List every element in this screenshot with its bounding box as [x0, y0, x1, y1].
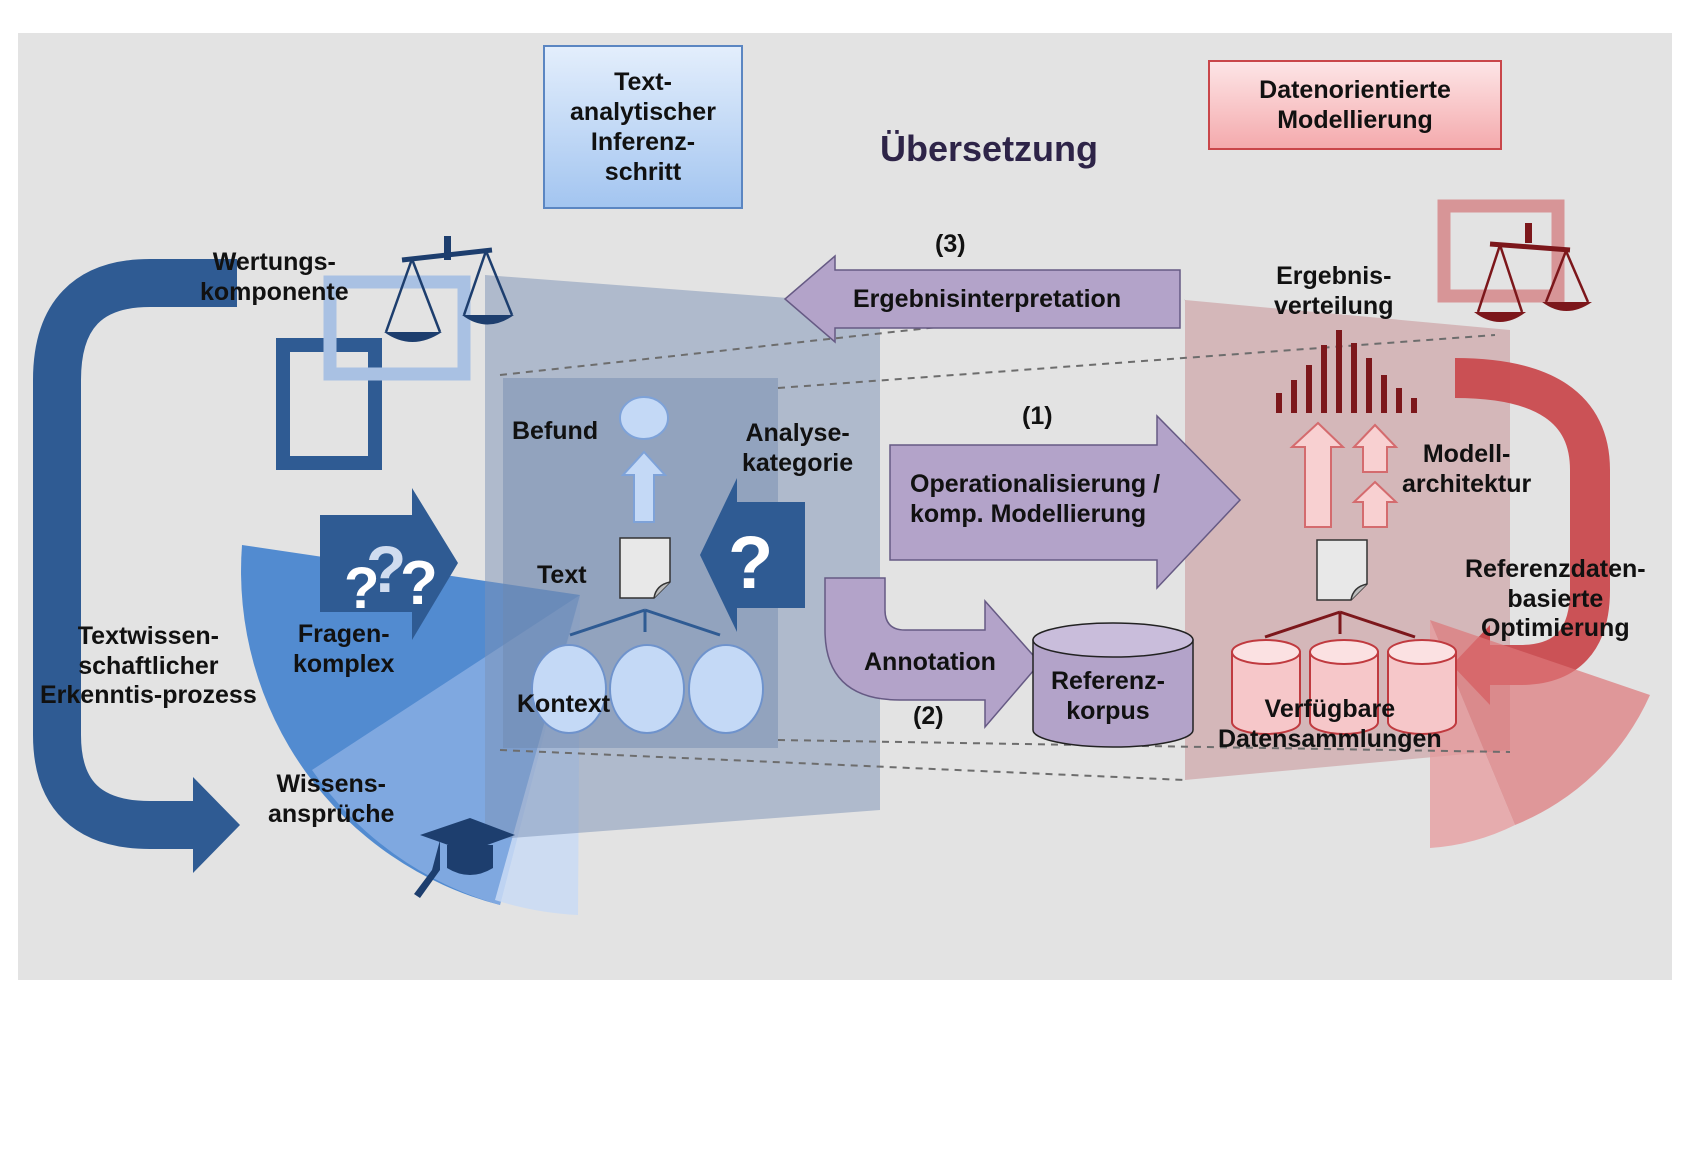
label-ergebnisverteilung: Ergebnis- verteilung — [1274, 262, 1393, 321]
label-wertung-line-1: Wertungs- — [212, 248, 336, 276]
header-data-modelling: Datenorientierte Modellierung — [1208, 60, 1502, 150]
svg-text:?: ? — [344, 556, 379, 621]
label-modell-line-1: Modell- — [1422, 440, 1511, 468]
header-data-modelling-line-1: Datenorientierte — [1259, 76, 1451, 104]
label-referenzdaten-line-3: Optimierung — [1480, 614, 1630, 642]
label-verfuegbare-line-2: Datensammlungen — [1218, 724, 1442, 753]
label-ergebnis-line-2: verteilung — [1274, 291, 1394, 320]
label-fragen-line-2: komplex — [293, 649, 395, 678]
label-wertung-line-2: komponente — [200, 277, 349, 306]
operationalization-arrow — [889, 414, 1242, 590]
label-referenzdaten-optimierung: Referenzdaten- basierte Optimierung — [1465, 555, 1646, 644]
header-inference-step: Text- analytischer Inferenz- schritt — [543, 45, 743, 209]
document-icon — [619, 537, 671, 599]
step-3-number: (3) — [935, 230, 966, 258]
label-verfuegbare-line-1: Verfügbare — [1264, 695, 1396, 723]
svg-text:?: ? — [728, 521, 773, 604]
database-icon-referenzkorpus — [1032, 622, 1194, 748]
label-wissen-line-1: Wissens- — [276, 770, 386, 798]
analysis-panels — [485, 275, 880, 840]
step-1-number: (1) — [1022, 402, 1053, 430]
label-wertungskomponente: Wertungs- komponente — [200, 248, 349, 307]
question-mark-icon: ? — [700, 478, 805, 632]
label-ergebnis-line-1: Ergebnis- — [1276, 262, 1392, 290]
histogram-icon — [1276, 330, 1417, 413]
label-analyse-line-2: kategorie — [742, 448, 854, 477]
befund-node — [619, 396, 669, 523]
cycle-arrow-left — [33, 259, 240, 873]
svg-text:?: ? — [400, 549, 438, 618]
header-data-modelling-line-2: Modellierung — [1277, 106, 1433, 134]
label-befund: Befund — [512, 417, 599, 445]
label-wissensansprueche: Wissens- ansprüche — [268, 770, 394, 829]
label-prozess-line-3: Erkenntis-prozess — [40, 681, 257, 709]
label-wissen-line-2: ansprüche — [268, 799, 395, 828]
label-kontext: Kontext — [517, 690, 611, 718]
step-2-label: Annotation — [864, 648, 996, 676]
interpretation-arrow — [783, 254, 1181, 344]
label-analyse-line-1: Analyse- — [745, 419, 850, 447]
page-title: Übersetzung — [880, 128, 1099, 169]
header-inference-line-3: Inferenz- — [590, 128, 696, 156]
database-icon-datensammlungen — [1231, 639, 1457, 735]
label-prozess-line-2: schaftlicher — [78, 651, 219, 680]
step-1-line-1: Operationalisierung / — [910, 470, 1161, 498]
label-fragen-line-1: Fragen- — [297, 620, 390, 648]
label-analysekategorie: Analyse- kategorie — [742, 419, 853, 478]
label-verfuegbare-datensammlungen: Verfügbare Datensammlungen — [1218, 695, 1442, 754]
graduation-cap-icon — [414, 818, 515, 898]
document-icon-right — [1316, 539, 1368, 601]
label-referenzkorpus-line-1: Referenz- — [1051, 667, 1165, 695]
label-referenzkorpus: Referenz- korpus — [1051, 667, 1165, 726]
header-inference-line-4: schritt — [604, 158, 682, 186]
label-text: Text — [537, 561, 587, 589]
step-1-label: Operationalisierung / komp. Modellierung — [910, 470, 1160, 529]
scale-icon-left — [276, 236, 514, 470]
context-tree — [569, 608, 721, 637]
label-modell-line-2: architektur — [1402, 469, 1532, 498]
header-inference-line-1: Text- — [614, 68, 672, 96]
step-3-label: Ergebnisinterpretation — [853, 285, 1122, 313]
annotation-arrow — [824, 577, 1041, 730]
label-referenzdaten-line-2: basierte — [1507, 584, 1604, 613]
label-referenzkorpus-line-2: korpus — [1066, 696, 1150, 725]
label-referenzdaten-line-1: Referenzdaten- — [1465, 555, 1646, 583]
scale-icon-right — [1437, 199, 1592, 322]
label-erkenntnisprozess: Textwissen- schaftlicher Erkenntis-proze… — [40, 622, 257, 711]
step-2-number: (2) — [913, 702, 944, 730]
step-1-line-2: komp. Modellierung — [910, 499, 1147, 528]
label-prozess-line-1: Textwissen- — [77, 622, 219, 650]
question-marks-icon: ? ? ? — [320, 488, 458, 640]
label-modellarchitektur: Modell- architektur — [1402, 440, 1531, 499]
label-fragenkomplex: Fragen- komplex — [293, 620, 394, 679]
header-inference-line-2: analytischer — [570, 98, 716, 126]
context-ellipses — [531, 644, 764, 734]
data-tree — [1264, 610, 1416, 639]
svg-text:?: ? — [366, 532, 406, 606]
model-arrows — [1289, 421, 1399, 528]
